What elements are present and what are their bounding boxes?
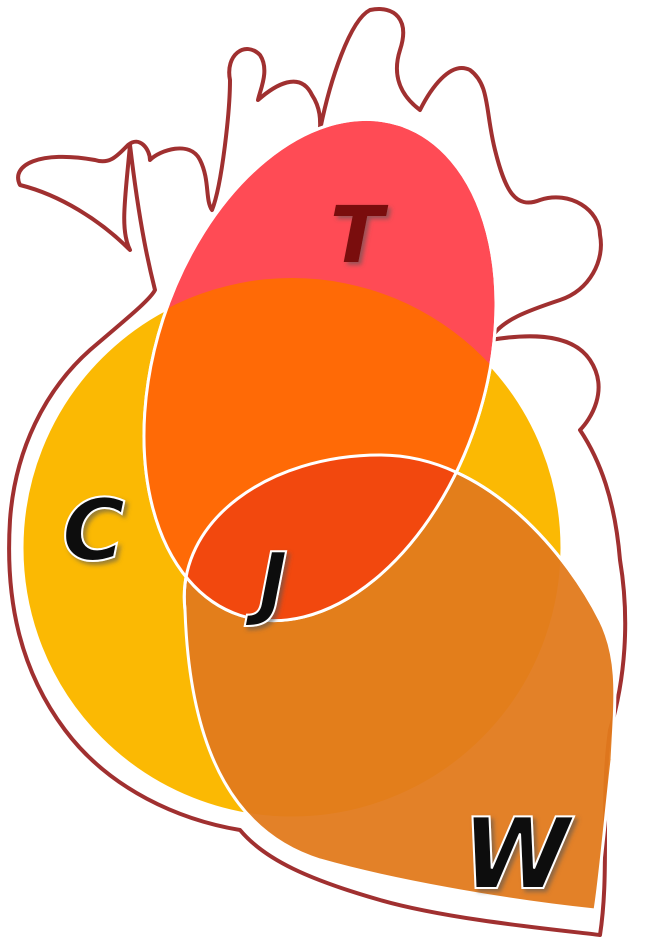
label-w: W [462,798,575,912]
heart-inner-outline [25,152,130,255]
label-c: C [62,481,125,581]
label-t: T [330,191,389,281]
